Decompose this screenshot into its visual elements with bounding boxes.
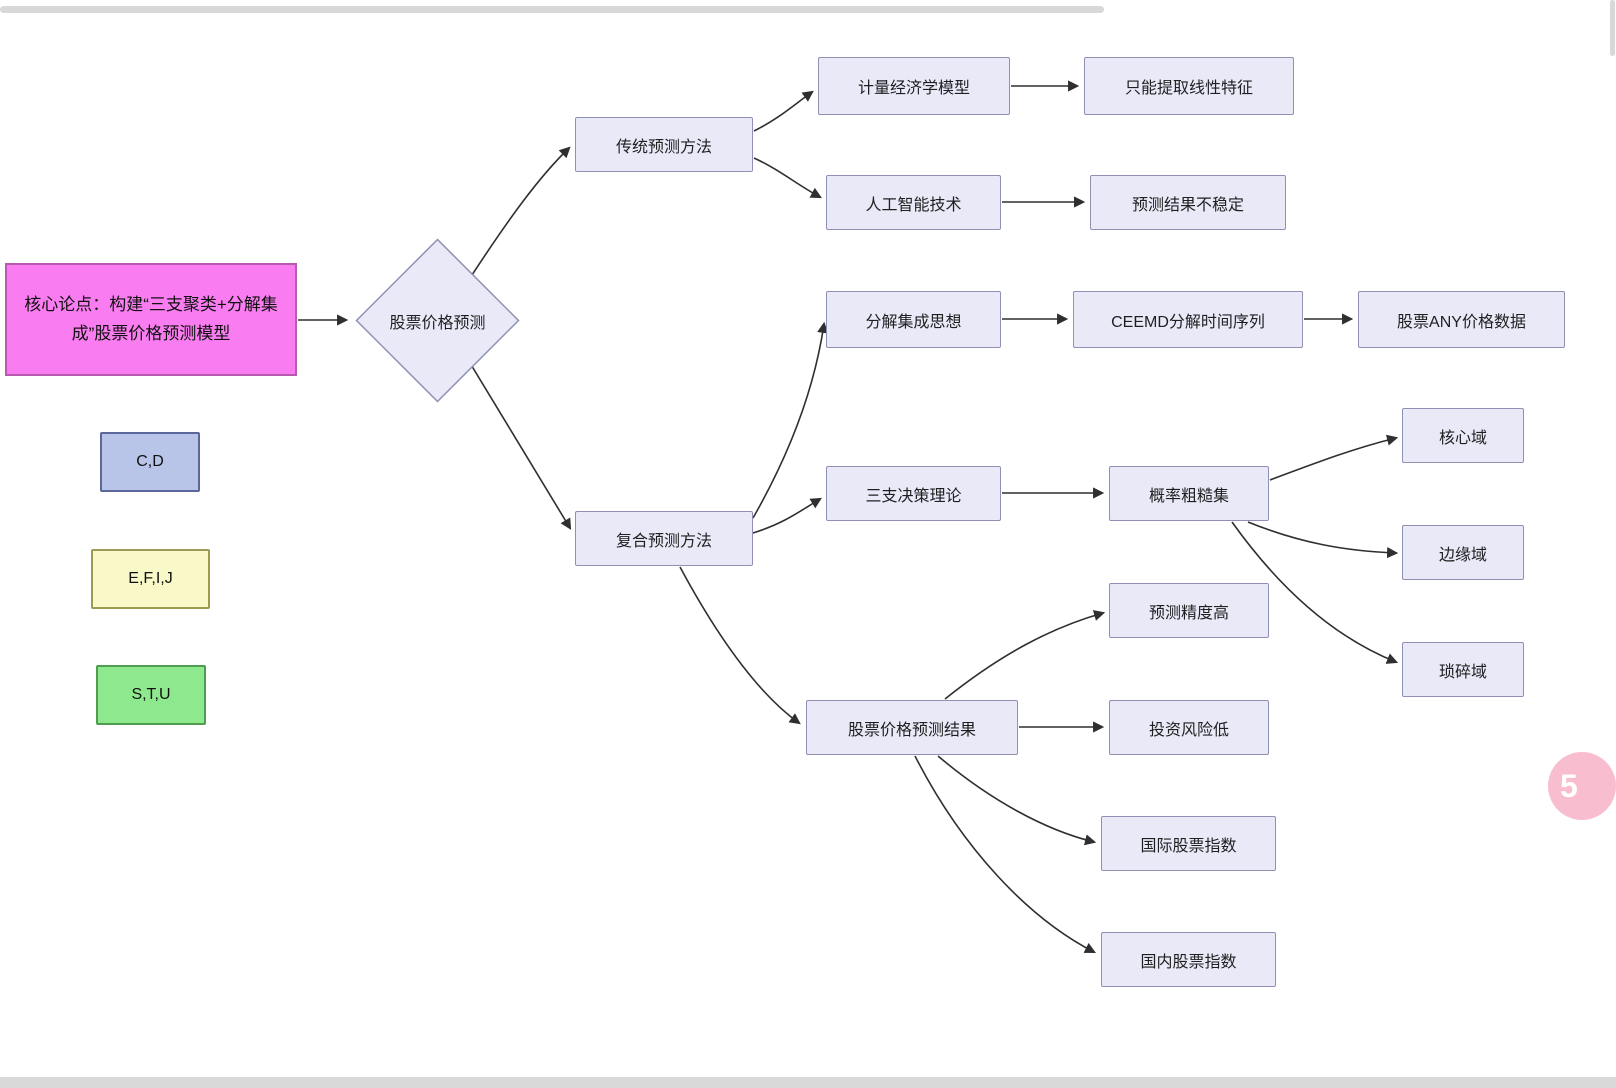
node-traditional-forecast-methods[interactable]: 传统预测方法: [575, 117, 753, 172]
core-thesis-box[interactable]: 核心论点：构建“三支聚类+分解集成”股票价格预测模型: [5, 263, 297, 376]
edge-roughset-to-core-domain: [1269, 434, 1399, 481]
node-ai-technology[interactable]: 人工智能技术: [826, 175, 1001, 230]
node-composite-forecast-method[interactable]: 复合预测方法: [575, 511, 753, 566]
node-ceemd-decompose-series[interactable]: CEEMD分解时间序列: [1073, 291, 1303, 348]
node-unstable-results[interactable]: 预测结果不稳定: [1090, 175, 1286, 230]
legend-item-stu[interactable]: S,T,U: [96, 665, 206, 725]
edge-composite-to-threeway: [752, 497, 822, 534]
edge-roughset-to-boundary-domain: [1247, 521, 1399, 559]
node-forecast-results[interactable]: 股票价格预测结果: [806, 700, 1018, 755]
floating-badge[interactable]: 5: [1548, 752, 1616, 820]
edge-traditional-to-ai: [753, 157, 822, 199]
vertical-scrollbar-right[interactable]: [1610, 0, 1615, 56]
horizontal-scrollbar-bottom[interactable]: [0, 1077, 1616, 1088]
edge-result-to-international: [937, 755, 1097, 846]
horizontal-scrollbar-top[interactable]: [0, 6, 1104, 13]
node-low-investment-risk[interactable]: 投资风险低: [1109, 700, 1269, 755]
edge-result-to-accuracy: [944, 610, 1106, 700]
edge-result-to-domestic: [914, 755, 1096, 954]
node-core-domain[interactable]: 核心域: [1402, 408, 1524, 463]
node-econometric-model[interactable]: 计量经济学模型: [818, 57, 1010, 115]
node-trivial-domain[interactable]: 琐碎域: [1402, 642, 1524, 697]
node-boundary-domain[interactable]: 边缘域: [1402, 525, 1524, 580]
diamond-shape-icon: [355, 238, 520, 403]
edge-composite-to-decomposition: [752, 321, 829, 519]
node-high-accuracy[interactable]: 预测精度高: [1109, 583, 1269, 638]
node-decomposition-integration[interactable]: 分解集成思想: [826, 291, 1001, 348]
node-international-stock-index[interactable]: 国际股票指数: [1101, 816, 1276, 871]
legend-item-cd[interactable]: C,D: [100, 432, 200, 492]
node-probabilistic-rough-set[interactable]: 概率粗糙集: [1109, 466, 1269, 521]
edge-composite-to-result: [679, 566, 801, 725]
node-three-way-decision-theory[interactable]: 三支决策理论: [826, 466, 1001, 521]
node-stock-price-prediction[interactable]: 股票价格预测: [355, 238, 520, 403]
diamond-label: 股票价格预测: [389, 314, 486, 332]
edge-traditional-to-econometric: [753, 90, 814, 132]
node-stock-any-price-data[interactable]: 股票ANY价格数据: [1358, 291, 1565, 348]
floating-badge-label: 5: [1560, 767, 1578, 804]
node-only-linear-features[interactable]: 只能提取线性特征: [1084, 57, 1294, 115]
node-domestic-stock-index[interactable]: 国内股票指数: [1101, 932, 1276, 987]
legend-item-efij[interactable]: E,F,I,J: [91, 549, 210, 609]
